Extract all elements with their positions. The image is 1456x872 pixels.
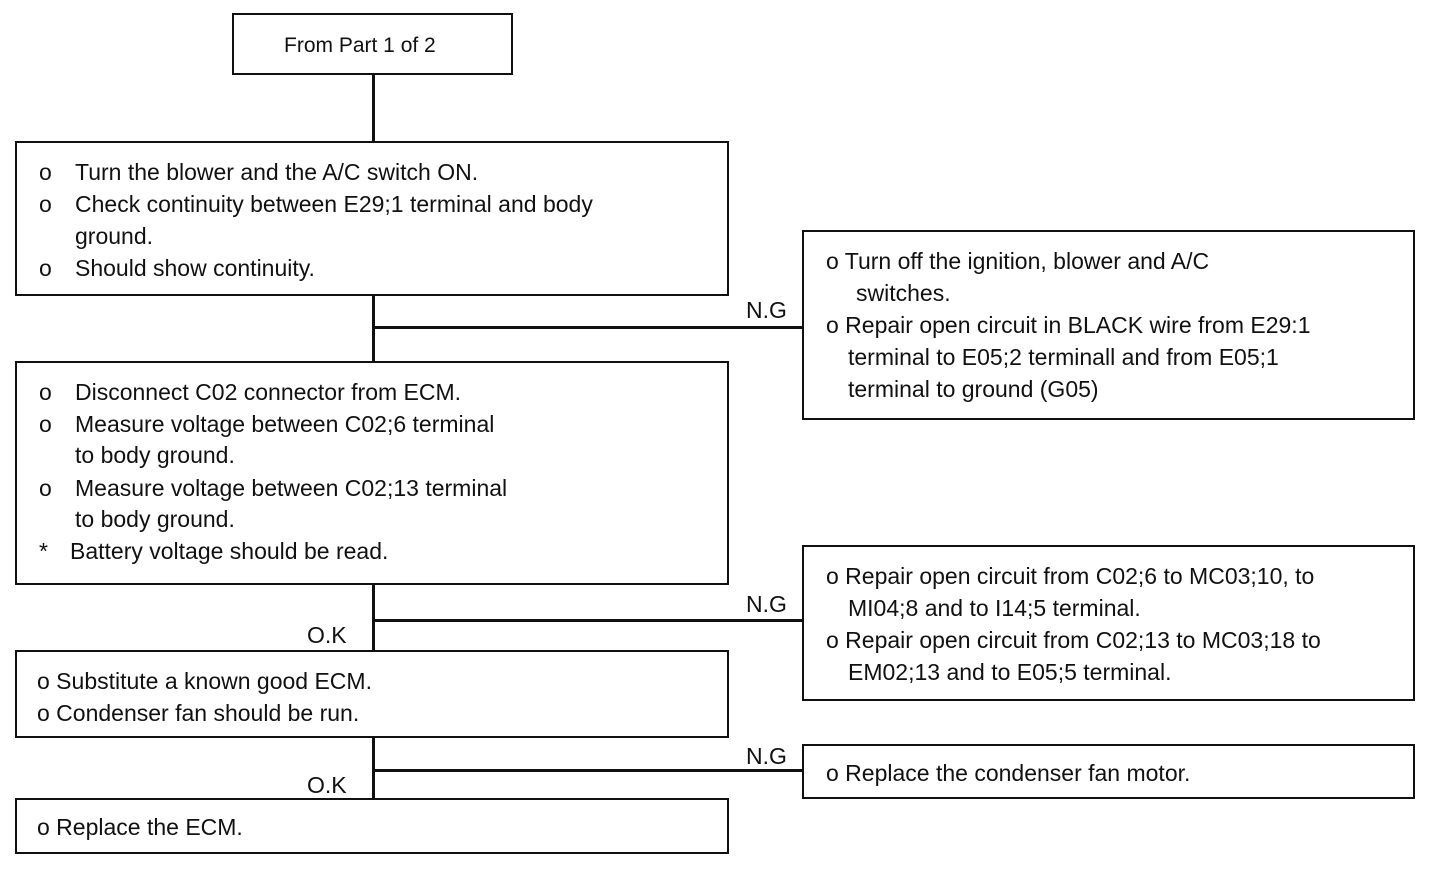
ng-label-1: N.G xyxy=(746,297,787,323)
connector-step1-to-step2 xyxy=(372,295,375,363)
step2-box: o Disconnect C02 connector from ECM. o M… xyxy=(15,361,729,585)
step2-text-3: to body ground. xyxy=(75,442,235,468)
step2-line-3: to body ground. xyxy=(39,439,235,471)
ok-label-2: O.K xyxy=(307,772,347,798)
step3-line-1: o Substitute a known good ECM. xyxy=(37,668,372,694)
final-line-1: o Replace the ECM. xyxy=(37,814,243,840)
connector-step2-to-step3 xyxy=(372,584,375,652)
fix1-line-5: terminal to ground (G05) xyxy=(848,376,1099,402)
connector-step2-ng-branch xyxy=(372,619,802,622)
step1-line-4: o Should show continuity. xyxy=(39,252,315,284)
step2-line-4: o Measure voltage between C02;13 termina… xyxy=(39,472,507,504)
step1-text-4: Should show continuity. xyxy=(75,255,315,281)
step2-text-4: Measure voltage between C02;13 terminal xyxy=(75,475,508,501)
step2-text-1: Disconnect C02 connector from ECM. xyxy=(75,379,462,405)
fix2-box: o Repair open circuit from C02;6 to MC03… xyxy=(802,545,1415,701)
fix3-box: o Replace the condenser fan motor. xyxy=(802,744,1415,799)
step2-bullet-1: o xyxy=(39,379,52,405)
step1-bullet-2: o xyxy=(39,191,52,217)
step2-bullet-2: o xyxy=(39,411,52,437)
step1-line-3: ground. xyxy=(39,220,153,252)
step2-text-2: Measure voltage between C02;6 terminal xyxy=(75,411,495,437)
step2-line-2: o Measure voltage between C02;6 terminal xyxy=(39,408,494,440)
ng-label-2: N.G xyxy=(746,591,787,617)
final-box: o Replace the ECM. xyxy=(15,798,729,854)
step3-line-2: o Condenser fan should be run. xyxy=(37,700,360,726)
fix2-line-3: o Repair open circuit from C02;13 to MC0… xyxy=(826,627,1321,653)
fix3-line-1: o Replace the condenser fan motor. xyxy=(826,760,1191,786)
step2-bullet-6: * xyxy=(39,538,48,564)
connector-step1-ng-branch xyxy=(372,326,802,329)
fix2-line-4: EM02;13 and to E05;5 terminal. xyxy=(848,659,1172,685)
step2-text-6: Battery voltage should be read. xyxy=(70,538,389,564)
step1-bullet-4: o xyxy=(39,255,52,281)
fix1-line-4: terminal to E05;2 terminall and from E05… xyxy=(848,344,1279,370)
step2-text-5: to body ground. xyxy=(75,506,235,532)
ng-label-3: N.G xyxy=(746,743,787,769)
step1-bullet-1: o xyxy=(39,159,52,185)
step2-line-5: to body ground. xyxy=(39,503,235,535)
step2-line-6: * Battery voltage should be read. xyxy=(39,535,388,567)
fix1-line-2: switches. xyxy=(856,280,951,306)
fix2-line-1: o Repair open circuit from C02;6 to MC03… xyxy=(826,563,1315,589)
start-box: From Part 1 of 2 xyxy=(232,13,513,75)
connector-step3-ng-branch xyxy=(372,769,802,772)
connector-step3-to-final xyxy=(372,736,375,800)
step3-box: o Substitute a known good ECM. o Condens… xyxy=(15,650,729,738)
step2-line-1: o Disconnect C02 connector from ECM. xyxy=(39,376,461,408)
fix2-line-2: MI04;8 and to I14;5 terminal. xyxy=(848,595,1141,621)
ok-label-1: O.K xyxy=(307,622,347,648)
fix1-box: o Turn off the ignition, blower and A/C … xyxy=(802,230,1415,420)
step1-text-3: ground. xyxy=(75,223,154,249)
connector-start-to-step1 xyxy=(372,73,375,143)
step1-text-2: Check continuity between E29;1 terminal … xyxy=(75,191,593,217)
step1-box: o Turn the blower and the A/C switch ON.… xyxy=(15,141,729,296)
fix1-line-3: o Repair open circuit in BLACK wire from… xyxy=(826,312,1311,338)
step1-line-2: o Check continuity between E29;1 termina… xyxy=(39,188,593,220)
start-box-title: From Part 1 of 2 xyxy=(284,34,436,57)
step1-text-1: Turn the blower and the A/C switch ON. xyxy=(75,159,479,185)
step1-line-1: o Turn the blower and the A/C switch ON. xyxy=(39,156,478,188)
fix1-line-1: o Turn off the ignition, blower and A/C xyxy=(826,248,1210,274)
step2-bullet-4: o xyxy=(39,475,52,501)
